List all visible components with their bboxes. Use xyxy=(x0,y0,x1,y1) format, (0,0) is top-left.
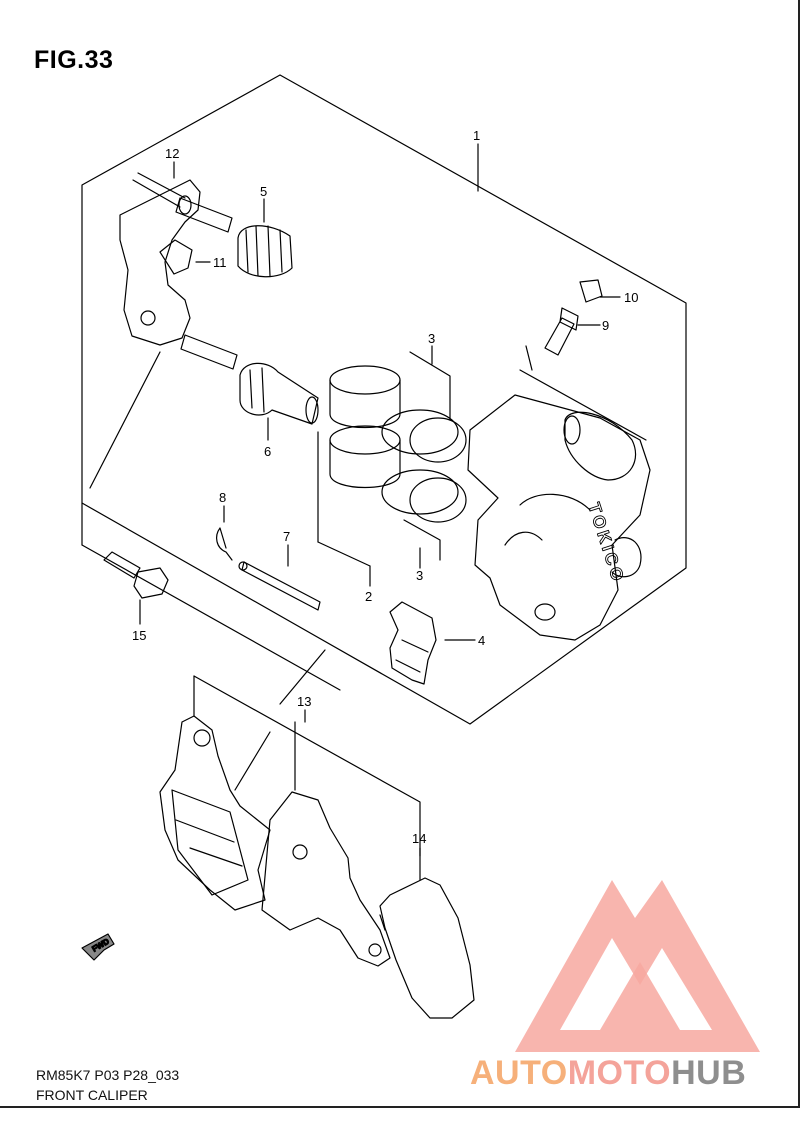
pin-lower xyxy=(239,362,319,425)
callout-6: 6 xyxy=(264,444,271,459)
bleeder-cap xyxy=(579,279,603,303)
pad-group-outline xyxy=(193,675,421,857)
callout-5: 5 xyxy=(260,184,267,199)
brake-pad-rear xyxy=(379,877,475,1019)
callout-14: 14 xyxy=(412,831,426,846)
callout-8: 8 xyxy=(219,490,226,505)
callout-2: 2 xyxy=(365,589,372,604)
caliper-brand-label: TOKICO xyxy=(584,500,628,586)
assembly-outline xyxy=(81,74,687,725)
callout-9: 9 xyxy=(602,318,609,333)
mounting-bolt xyxy=(103,551,169,599)
frame-bottom-edge xyxy=(0,1106,800,1108)
callout-15: 15 xyxy=(132,628,146,643)
pin-boot-upper xyxy=(237,225,293,278)
callout-13: 13 xyxy=(297,694,311,709)
pistons xyxy=(329,365,401,488)
callout-7: 7 xyxy=(283,529,290,544)
watermark-logo xyxy=(515,880,760,1052)
pad-spring xyxy=(389,601,437,685)
diagram-name: FRONT CALIPER xyxy=(36,1087,148,1103)
watermark-hub: HUB xyxy=(671,1054,747,1092)
watermark-text: AUTOMOTOHUB xyxy=(470,1054,746,1093)
forward-direction-arrow: FWD xyxy=(81,933,115,961)
pin-clip xyxy=(216,527,233,561)
callout-11: 11 xyxy=(213,255,227,270)
callout-3-lower: 3 xyxy=(416,568,423,583)
frame-right-edge xyxy=(798,0,800,1108)
diagram-code: RM85K7 P03 P28_033 xyxy=(36,1067,180,1083)
watermark-moto: MOTO xyxy=(567,1054,672,1092)
pad-shim xyxy=(261,791,391,967)
callout-1: 1 xyxy=(473,128,480,143)
slide-pins xyxy=(175,197,238,370)
pad-pin xyxy=(238,561,321,611)
callout-3-upper: 3 xyxy=(428,331,435,346)
brake-pad-backing xyxy=(159,715,271,911)
leader-lines xyxy=(81,143,647,881)
callout-10: 10 xyxy=(624,290,638,305)
caliper-body: TOKICO xyxy=(467,394,651,641)
pad-spring-clip xyxy=(159,239,193,275)
callout-labels: 1 2 3 3 4 5 6 7 8 9 10 11 12 13 14 15 xyxy=(132,128,638,846)
caliper-bracket xyxy=(119,172,201,346)
callout-4: 4 xyxy=(478,633,485,648)
figure-title: FIG.33 xyxy=(34,46,114,74)
watermark-auto: AUTO xyxy=(470,1054,568,1092)
callout-12: 12 xyxy=(165,146,179,161)
piston-seals xyxy=(381,351,467,561)
bleeder-screw xyxy=(544,307,579,356)
